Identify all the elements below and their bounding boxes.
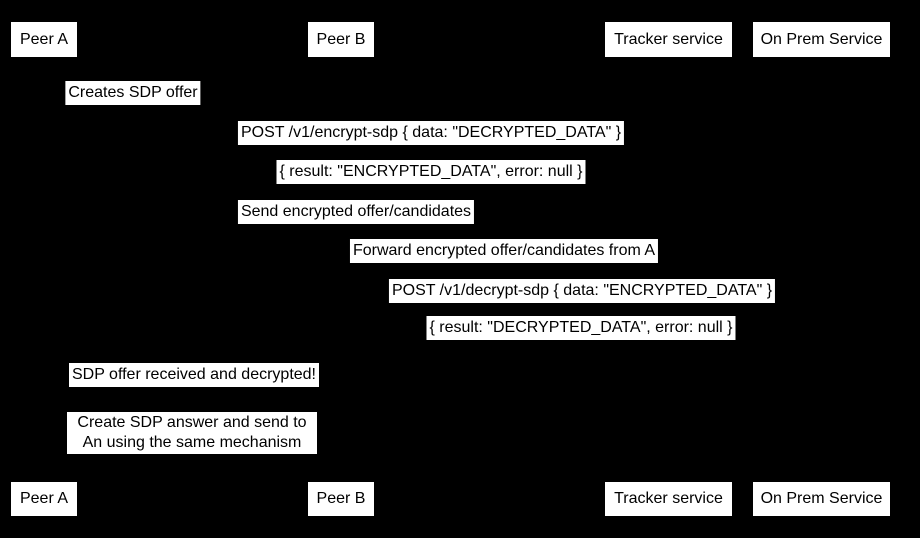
message-label-encrypt-result: { result: "ENCRYPTED_DATA", error: null … (276, 160, 586, 184)
message-line-tracker-service-to-peer-b (340, 266, 668, 267)
participant-peer-b-top: Peer B (308, 22, 374, 57)
participant-peer-a-bottom: Peer A (11, 482, 77, 516)
message-line-on-prem-service-to-peer-b (340, 343, 821, 344)
message-line-peer-b-to-on-prem-service (340, 306, 821, 307)
participant-on-prem-service-bottom: On Prem Service (753, 482, 890, 516)
participant-peer-a-top: Peer A (11, 22, 77, 57)
message-label-sdp-offer-received: SDP offer received and decrypted! (69, 363, 319, 387)
message-line-peer-b-to-peer-a (44, 390, 340, 391)
participant-on-prem-service-top: On Prem Service (753, 22, 890, 57)
participant-peer-b-bottom: Peer B (308, 482, 374, 516)
note-create-sdp-answer: Create SDP answer and send to An using t… (67, 412, 317, 454)
message-label-post-decrypt-sdp: POST /v1/decrypt-sdp { data: "ENCRYPTED_… (388, 279, 776, 303)
message-label-decrypt-result: { result: "DECRYPTED_DATA", error: null … (426, 316, 736, 340)
participant-tracker-service-top: Tracker service (605, 22, 732, 57)
lifeline-on-prem-service (821, 57, 822, 482)
lifeline-peer-b (340, 57, 341, 482)
message-label-forward-encrypted-offer: Forward encrypted offer/candidates from … (349, 239, 659, 263)
lifeline-peer-a (43, 57, 44, 482)
message-label-creates-sdp-offer: Creates SDP offer (65, 81, 201, 105)
message-label-post-encrypt-sdp: POST /v1/encrypt-sdp { data: "DECRYPTED_… (237, 121, 625, 145)
message-line-peer-a-to-tracker-service (44, 227, 668, 228)
message-line-peer-a-to-on-prem-service (44, 148, 821, 149)
lifeline-tracker-service (668, 57, 669, 482)
message-label-send-encrypted-offer: Send encrypted offer/candidates (237, 200, 475, 224)
message-line-peer-a-self (44, 108, 221, 109)
message-line-on-prem-service-to-peer-a (44, 187, 821, 188)
participant-tracker-service-bottom: Tracker service (605, 482, 732, 516)
